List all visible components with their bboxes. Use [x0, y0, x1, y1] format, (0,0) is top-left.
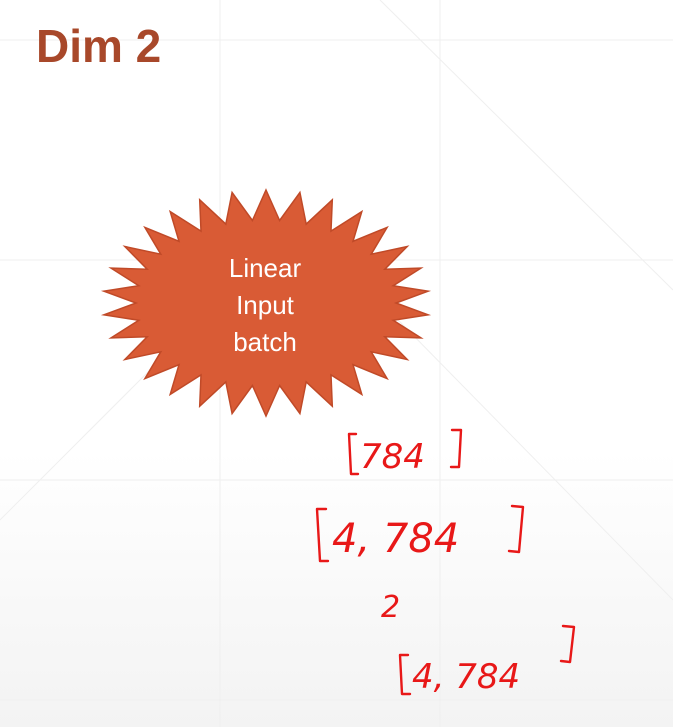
- shape-annotation-1d: 784: [347, 428, 463, 477]
- shape-2d-repeat-inner: 4, 784: [412, 657, 520, 697]
- starburst-label-line-1: Linear: [228, 253, 302, 283]
- shape-2d-inner: 4, 784: [332, 516, 459, 562]
- starburst-label-line-2: Input: [236, 290, 294, 320]
- dim-number: 2: [381, 590, 400, 625]
- starburst-label-line-3: batch: [233, 327, 297, 357]
- starburst-label: Linear Input batch: [200, 250, 330, 361]
- shape-annotation-2d-repeat: 4, 784: [398, 624, 576, 697]
- shape-annotation-2d: 4, 784: [315, 504, 525, 563]
- shape-1d-inner: 784: [360, 437, 425, 477]
- slide-title: Dim 2: [36, 20, 162, 72]
